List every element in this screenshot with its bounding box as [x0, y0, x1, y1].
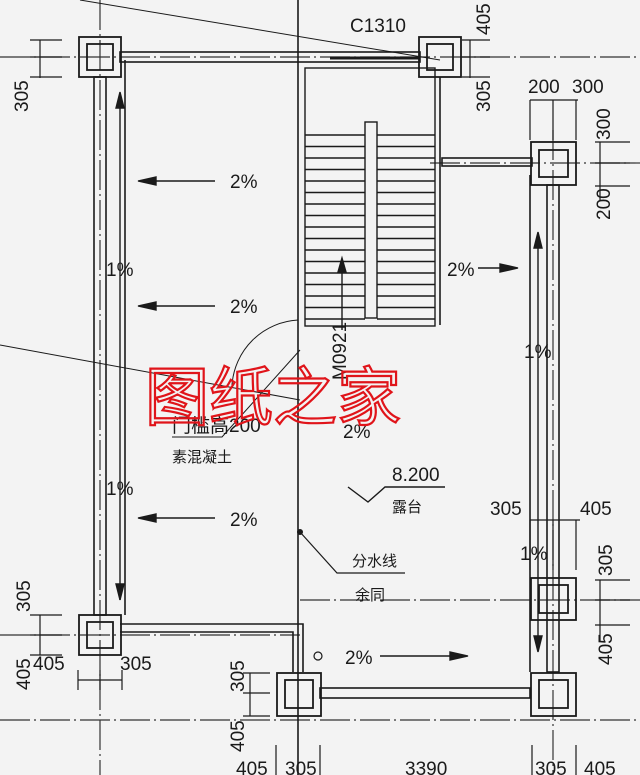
- slope-label: 2%: [343, 422, 371, 443]
- leader-line: [79, 0, 441, 61]
- drain-icon: [313, 651, 323, 661]
- slope-label: 2%: [230, 297, 258, 318]
- dim-label: 305: [490, 499, 522, 520]
- ridge-note: 分水线: [352, 553, 397, 570]
- dim-label: 405: [228, 720, 249, 752]
- leader-line: [0, 344, 301, 401]
- dim-label: 300: [572, 77, 604, 98]
- dim-label: 200: [594, 188, 615, 220]
- slope-arrows: [115, 91, 543, 661]
- fall-label: 1%: [106, 479, 134, 500]
- slope-label: 2%: [345, 648, 373, 669]
- elevation-value: 8.200: [392, 465, 440, 486]
- dim-label: 405: [596, 633, 617, 665]
- dim-label: 405: [14, 658, 35, 690]
- dimension-lines: [30, 39, 630, 775]
- dim-label: 200: [528, 77, 560, 98]
- dim-label: 305: [596, 544, 617, 576]
- threshold-note: 门槛高200: [172, 415, 261, 437]
- window-label: C1310: [350, 16, 406, 37]
- threshold-leader: [172, 349, 301, 438]
- dim-label: 405: [236, 759, 268, 775]
- elevation-mark-icon: [347, 486, 445, 503]
- slope-label: 2%: [230, 510, 258, 531]
- dim-label: 405: [33, 654, 65, 675]
- dim-label: 405: [580, 499, 612, 520]
- dim-label: 305: [120, 654, 152, 675]
- dim-label: 305: [285, 759, 317, 775]
- door-label: M0921: [330, 322, 351, 380]
- dim-label: 305: [228, 660, 249, 692]
- watermark: 图纸之家: [145, 362, 401, 436]
- fall-label: 1%: [524, 342, 552, 363]
- dim-label: 405: [474, 3, 495, 35]
- stair-treads: [305, 134, 435, 320]
- ridge-leader: [299, 531, 405, 574]
- terrace-label: 露台: [392, 499, 422, 516]
- material-note: 素混凝土: [172, 449, 232, 466]
- stair: [231, 56, 436, 386]
- dim-label: 300: [594, 108, 615, 140]
- same-note: 余同: [355, 586, 385, 604]
- fall-label: 1%: [520, 544, 548, 565]
- dim-label: 305: [12, 80, 33, 112]
- dim-label: 3390: [405, 759, 447, 775]
- fall-label: 1%: [106, 260, 134, 281]
- dim-label: 305: [474, 80, 495, 112]
- slope-label: 2%: [230, 172, 258, 193]
- dim-label: 305: [14, 580, 35, 612]
- slope-label: 2%: [447, 260, 475, 281]
- dim-label: 405: [584, 759, 616, 775]
- dim-label: 305: [535, 759, 567, 775]
